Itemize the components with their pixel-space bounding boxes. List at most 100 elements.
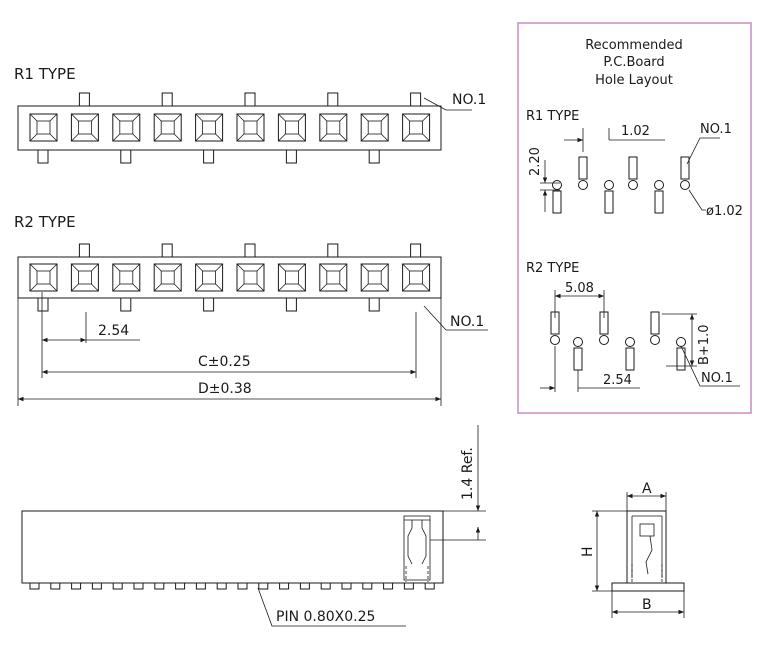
end-b-label: B [642,597,652,613]
contact-cell [153,113,182,142]
end-a-label: A [642,481,652,497]
pcb-layout-frame [517,22,752,414]
contact-cell [319,113,348,142]
end-base [611,582,685,592]
pcb-layout-panel: Recommended P.C.Board Hole Layout R1 TYP… [517,22,752,414]
side-pin [403,582,414,590]
pcb-r2-pitch-label: 2.54 [603,373,632,388]
side-pin [91,582,102,590]
contact-cell [70,113,99,142]
side-pin [50,582,61,590]
contact-cell [402,113,431,142]
pin-bottom [203,149,215,164]
contact-cell [236,113,265,142]
r1-housing [17,105,442,151]
pin-top [161,243,173,258]
end-contact-window [639,523,655,537]
pcb-r1-hole-leader [688,189,706,211]
contact-cell [277,263,306,292]
contact-cell [195,113,224,142]
pcb-hole [650,311,660,345]
side-pin [362,582,373,590]
pin-bottom [368,149,380,164]
side-view: 1.4 Ref. PIN 0.80X0.25 [21,425,486,627]
pin-bottom [120,149,132,164]
pcb-hole [552,180,562,214]
contact-cell [29,263,58,292]
pin-bottom [37,149,49,164]
pin-top [410,92,422,107]
r1-top-view: R1 TYPE NO.1 [14,65,486,164]
pcb-r2-holes [550,311,686,371]
pin-top [78,92,90,107]
end-h-label: H [580,546,596,557]
pcb-r1-no1-label: NO.1 [700,122,732,137]
pcb-hole [676,337,686,371]
side-pin [299,582,310,590]
end-housing [626,510,667,584]
pin-bottom [285,149,297,164]
pcb-r2-no1-leader [680,345,740,387]
r1-type-label: R1 TYPE [14,65,76,83]
pcb-hole [654,180,664,214]
contact-cell [319,263,348,292]
r2-type-label: R2 TYPE [14,213,76,231]
pcb-title-line-3: Hole Layout [595,73,673,88]
pin-top [410,243,422,258]
pcb-r1-label: R1 TYPE [526,109,579,124]
pcb-hole [628,156,638,190]
side-pin [237,582,248,590]
pcb-r2-no1-label: NO.1 [701,371,733,386]
r1-no1-leader [423,97,472,111]
contact-cell [360,263,389,292]
r1-pins [37,92,422,164]
contact-cell [195,263,224,292]
pcb-hole [604,180,614,214]
pcb-title-line-1: Recommended [585,38,683,53]
r2-d-label: D±0.38 [198,381,252,397]
end-view: A H B [580,481,685,618]
pin-top [161,92,173,107]
pcb-r1-no1-leader [686,137,720,165]
r2-pitch-label: 2.54 [98,323,129,339]
pin-bottom [37,297,49,312]
contact-cell [112,263,141,292]
side-pin [71,582,82,590]
side-pin [175,582,186,590]
pin-bottom [203,297,215,312]
pin-top [244,243,256,258]
r2-no1-leader [423,305,488,331]
pin-bottom [285,297,297,312]
pcb-r2-span-label: 5.08 [565,281,594,296]
contact-cell [153,263,182,292]
side-pin [383,582,394,590]
side-pin [154,582,165,590]
side-pin [424,582,435,590]
contact-cell [29,113,58,142]
pcb-hole [625,337,635,371]
side-pin [29,582,40,590]
pcb-hole [680,156,690,190]
pcb-r2-height-label: B+1.0 [697,325,712,366]
side-pin [279,582,290,590]
side-pins [29,582,435,590]
pcb-r1-pitch-label: 1.02 [621,124,650,139]
pin-bottom [368,297,380,312]
side-pin-leader [257,587,406,627]
contact-cell [402,263,431,292]
pcb-r1-height-label: 2.20 [528,147,543,176]
r2-pins [37,243,422,312]
r2-c-label: C±0.25 [198,354,251,370]
r1-no1-label: NO.1 [452,92,486,108]
contact-cell [277,113,306,142]
r2-housing [17,256,442,299]
pcb-hole [578,156,588,190]
contact-cell [360,113,389,142]
contact-cell [112,113,141,142]
side-contact-detail [403,515,431,582]
side-pin [112,582,123,590]
contact-cell [236,263,265,292]
pcb-r1-hole-label: ø1.02 [706,204,743,219]
pcb-r1-holes [552,156,690,214]
r2-no1-label: NO.1 [450,314,484,330]
